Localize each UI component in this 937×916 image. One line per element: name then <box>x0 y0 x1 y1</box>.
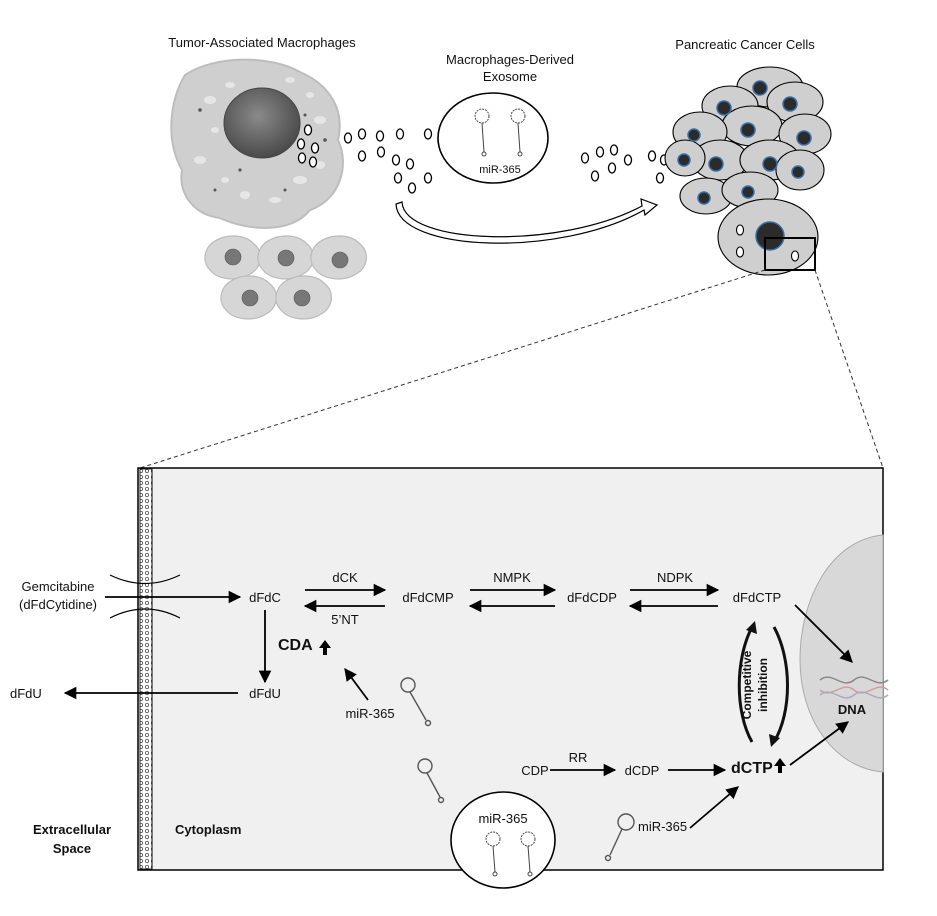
mir365-label-b: miR-365 <box>638 819 688 834</box>
dna-icon <box>819 676 889 699</box>
ndpk-label: NDPK <box>656 570 694 585</box>
mir365-label-a: miR-365 <box>345 706 395 721</box>
cda-label: CDA <box>278 637 313 654</box>
exosome-bottom-mirna-label: miR-365 <box>478 811 528 826</box>
mirna-hairpins <box>400 677 635 862</box>
exosome-label-line2: Exosome <box>482 69 538 84</box>
nmpk-label: NMPK <box>493 570 531 585</box>
transfer-arrow <box>395 198 659 244</box>
exosome-vesicles <box>296 124 669 194</box>
5nt-label: 5’NT <box>331 612 359 627</box>
zoom-lines <box>139 269 884 469</box>
extracellular-label: Extracellular <box>32 822 112 837</box>
cdp-label: CDP <box>521 763 549 778</box>
dcdp-label: dCDP <box>624 763 660 778</box>
macrophage-small-group <box>204 235 367 320</box>
up-arrows <box>319 640 786 773</box>
cytoplasm-label: Cytoplasm <box>175 822 242 837</box>
transporter <box>109 574 181 619</box>
dck-label: dCK <box>332 570 358 585</box>
tam-label: Tumor-Associated Macrophages <box>168 35 356 50</box>
competitive-inhibition-arrows <box>737 626 789 743</box>
cancer-cells <box>664 66 832 276</box>
dfdc-label: dFdC <box>249 590 281 605</box>
pathway-arrows <box>63 583 853 829</box>
rr-label: RR <box>568 750 588 765</box>
dfdu-outside-label: dFdU <box>10 686 42 701</box>
dfdu-inside-label: dFdU <box>249 686 281 701</box>
dfdcdp-label: dFdCDP <box>567 590 617 605</box>
dfdcmp-label: dFdCMP <box>402 590 454 605</box>
gemcitabine-label: Gemcitabine <box>21 579 95 594</box>
exosome-bottom <box>450 791 556 889</box>
exosome-label-line1: Macrophages-Derived <box>446 52 574 67</box>
inhibition-label: inhibition <box>756 658 770 712</box>
space-label: Space <box>52 841 92 856</box>
competitive-label: Competitive <box>740 650 754 720</box>
exosome-top <box>437 92 549 184</box>
dfdctp-label: dFdCTP <box>732 590 782 605</box>
dctp-label: dCTP <box>731 760 773 777</box>
macrophage-large <box>170 58 344 229</box>
exosome-mirna-label: miR-365 <box>479 164 521 176</box>
dna-label: DNA <box>837 702 867 717</box>
gemcitabine-sub-label: (dFdCytidine) <box>18 597 98 612</box>
cancer-label: Pancreatic Cancer Cells <box>675 37 815 52</box>
